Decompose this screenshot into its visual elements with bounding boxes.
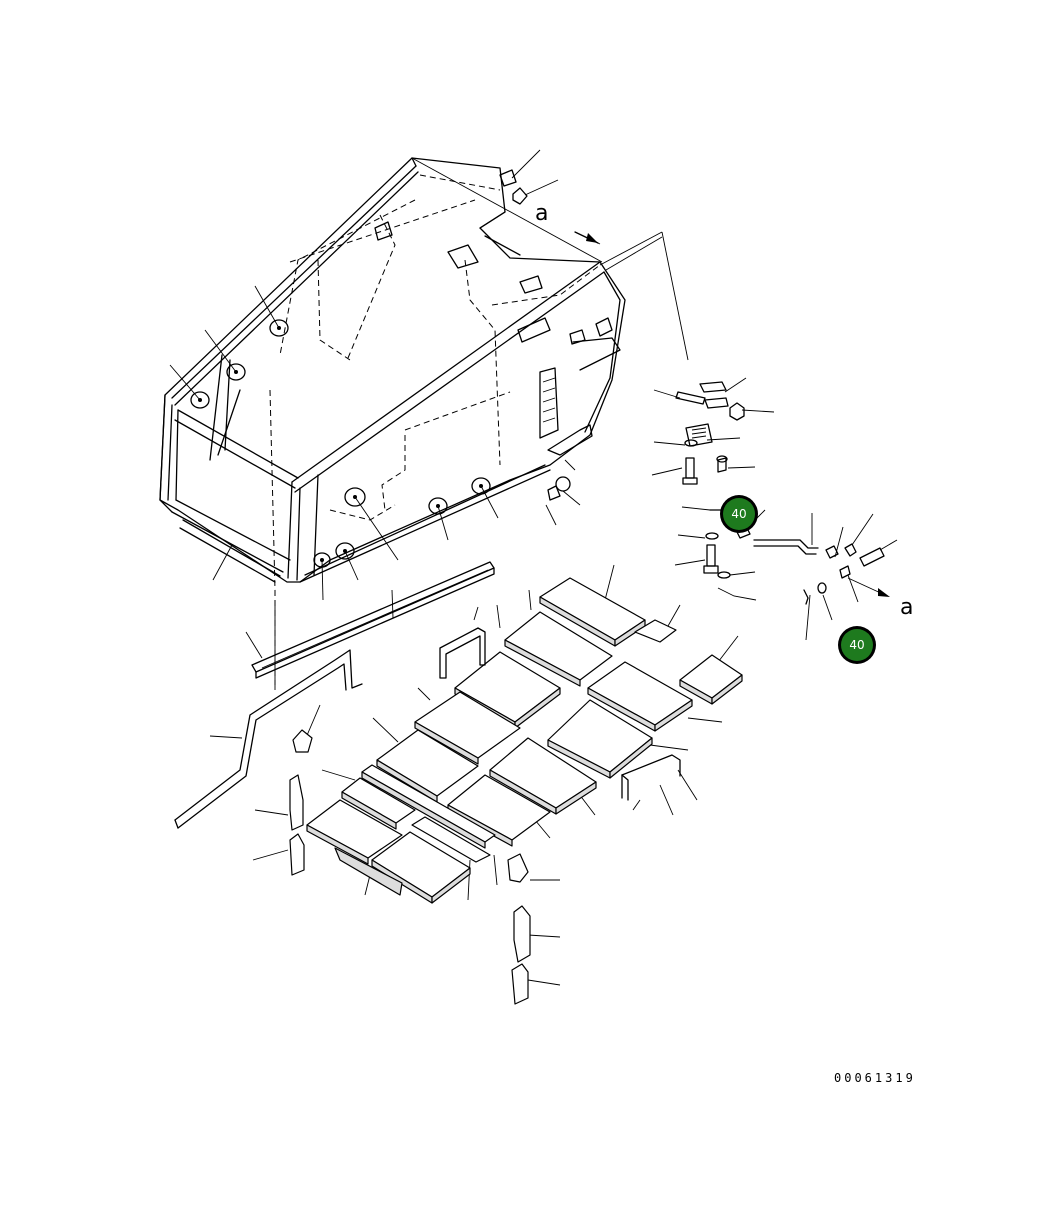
- support-rod: [175, 650, 362, 828]
- reference-badge-2-label: 40: [849, 638, 864, 652]
- view-arrow-top: a: [535, 201, 598, 243]
- reference-badge-1[interactable]: 40: [720, 495, 758, 533]
- leader-lines: [170, 150, 897, 985]
- trim-strip: [252, 562, 494, 678]
- cab-shell: [160, 158, 625, 685]
- latch-hardware: [676, 382, 884, 604]
- wedge-blocks: [290, 730, 530, 1004]
- reference-badge-2[interactable]: 40: [838, 626, 876, 664]
- view-label-a-right: a: [900, 595, 913, 620]
- view-arrow-right: a: [878, 588, 913, 620]
- view-label-a-top: a: [535, 201, 548, 226]
- reference-badge-1-label: 40: [731, 507, 746, 521]
- insulation-pads: [307, 578, 742, 903]
- channel-brackets: [440, 628, 680, 800]
- document-number: 00061319: [834, 1071, 916, 1085]
